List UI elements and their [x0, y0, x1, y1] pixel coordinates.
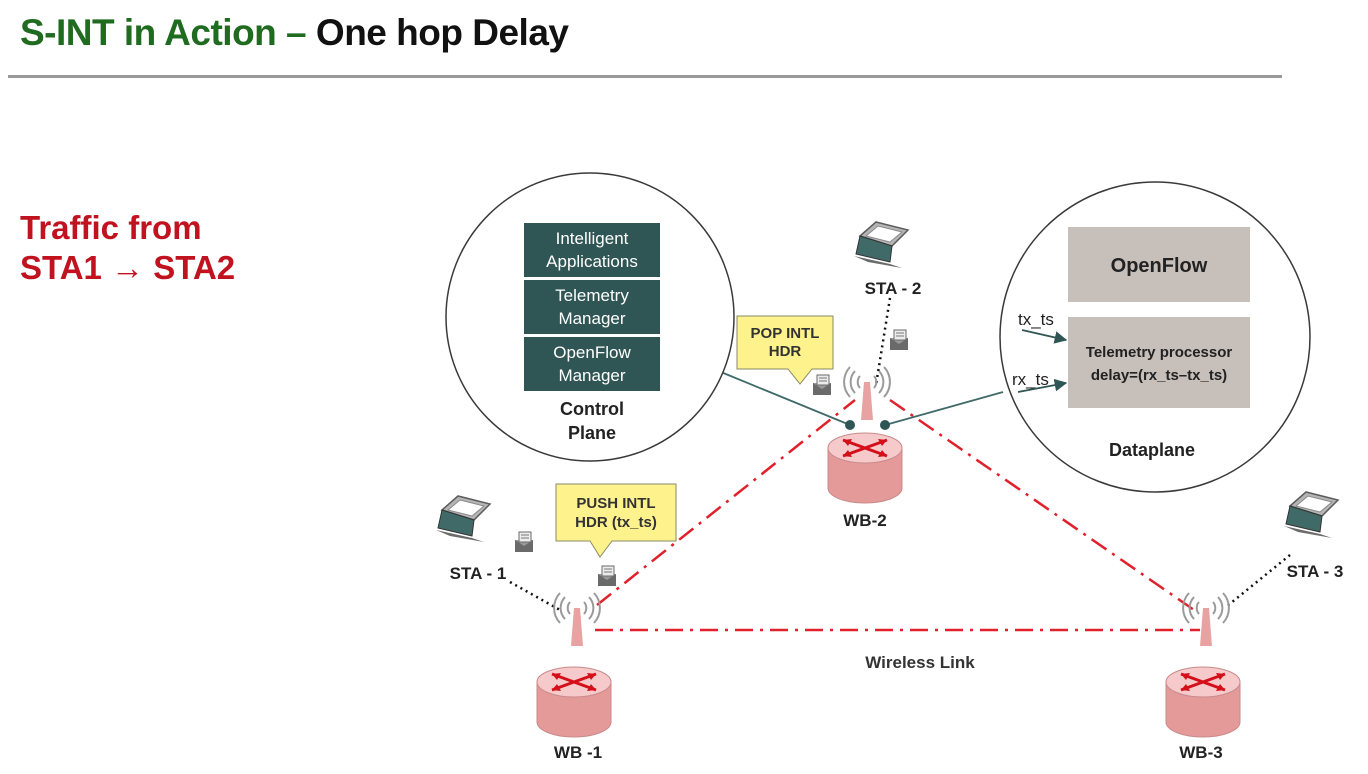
laptop-icon-sta1: [435, 495, 491, 543]
wb2-port-data: [880, 420, 890, 430]
packet-icon: [597, 565, 617, 587]
telemetry-processor-box: [1068, 317, 1250, 408]
title-black: One hop Delay: [315, 12, 569, 53]
antenna-icon-wb3: [1182, 592, 1230, 647]
openflow-label: OpenFlow: [1111, 255, 1208, 277]
pop-line1: POP INTL: [751, 325, 820, 342]
tx-ts-arrow: [1021, 329, 1068, 344]
sta-links: [509, 297, 1291, 612]
processor-line2: delay=(rx_ts–tx_ts): [1091, 367, 1227, 384]
openflow-manager-box: OpenFlow Manager: [524, 337, 660, 391]
packet-icon: [812, 374, 832, 396]
openflow-box: [1068, 227, 1250, 302]
control-plane-label-line1: Control: [560, 399, 624, 419]
subtitle-line-2: STA1 → STA2: [20, 249, 236, 286]
link-sta1-wb1: [509, 580, 561, 612]
packet-icon: [889, 329, 909, 351]
router-icon-wb2: [826, 431, 904, 505]
link-sta2-wb2: [874, 297, 892, 386]
control-plane-circle: Intelligent Applications Telemetry Manag…: [445, 172, 735, 462]
cp-box1-line1: Intelligent: [556, 229, 629, 248]
processor-line1: Telemetry processor: [1086, 344, 1233, 361]
rx-ts-label: rx_ts: [1012, 370, 1049, 389]
dataplane-label: Dataplane: [1109, 440, 1195, 460]
tx-ts-label: tx_ts: [1018, 310, 1054, 329]
wb1-label: WB -1: [554, 743, 602, 762]
title-green: S-INT in Action –: [20, 12, 316, 53]
pop-callout: POP INTL HDR: [736, 315, 834, 385]
sta1-label: STA - 1: [450, 564, 507, 583]
push-callout: PUSH INTL HDR (tx_ts): [555, 483, 677, 558]
pop-line2: HDR: [769, 343, 802, 360]
antenna-icon-wb2: [843, 366, 891, 421]
rx-ts-arrow: [1017, 378, 1068, 393]
wb3-label: WB-3: [1179, 743, 1222, 762]
dataplane-circle: OpenFlow Telemetry processor delay=(rx_t…: [999, 181, 1311, 493]
link-wb2-wb3: [889, 398, 1198, 614]
router-icon-wb1: [535, 665, 613, 739]
packet-icon: [514, 531, 534, 553]
title-divider: [8, 75, 1282, 78]
sta2-label: STA - 2: [865, 279, 922, 298]
control-plane-connector: [715, 369, 851, 426]
cp-box2-line1: Telemetry: [555, 286, 629, 305]
push-line1: PUSH INTL: [576, 495, 655, 512]
control-plane-label-line2: Plane: [568, 423, 616, 443]
laptop-icon-sta2: [853, 221, 909, 269]
link-sta3-wb3: [1225, 554, 1291, 608]
router-icon-wb3: [1164, 665, 1242, 739]
wb2-port-control: [845, 420, 855, 430]
subtitle-line-1: Traffic from: [20, 209, 202, 246]
page-title: S-INT in Action – One hop Delay: [20, 12, 569, 54]
antenna-icon-wb1: [553, 592, 601, 647]
cp-box2-line2: Manager: [558, 309, 625, 328]
wireless-links: [595, 398, 1200, 632]
wb2-label: WB-2: [843, 511, 886, 530]
push-line2: HDR (tx_ts): [575, 514, 657, 531]
cp-box1-line2: Applications: [546, 252, 638, 271]
dataplane-connector: [884, 391, 1004, 426]
cp-box3-line2: Manager: [558, 366, 625, 385]
traffic-subtitle: Traffic from STA1 → STA2: [20, 208, 235, 288]
intelligent-applications-box: Intelligent Applications: [524, 223, 660, 277]
telemetry-manager-box: Telemetry Manager: [524, 280, 660, 334]
wireless-link-label: Wireless Link: [865, 653, 975, 672]
sta3-label: STA - 3: [1287, 562, 1344, 581]
laptop-icon-sta3: [1283, 491, 1339, 539]
cp-box3-line1: OpenFlow: [553, 343, 631, 362]
